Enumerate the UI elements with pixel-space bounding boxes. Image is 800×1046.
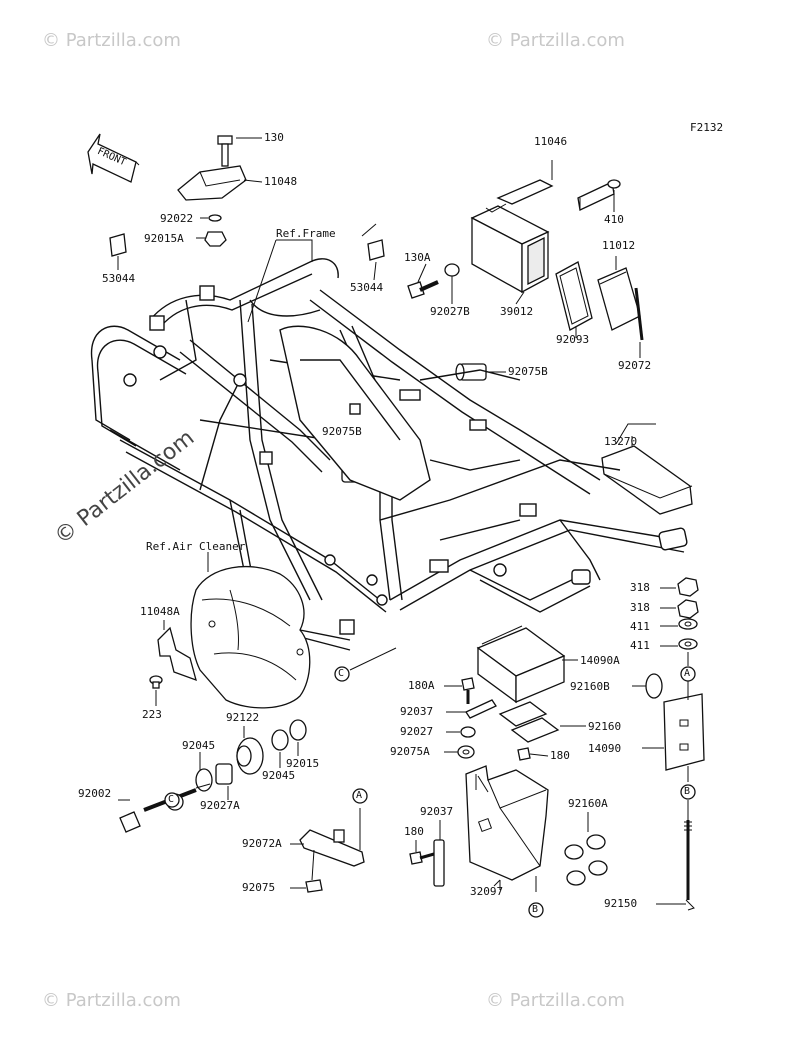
- connector-b-right-circle: [680, 784, 696, 800]
- watermark-bottom-left: © Partzilla.com: [42, 990, 181, 1011]
- callout-92093: 92093: [556, 333, 590, 346]
- connector-b-right: B: [684, 786, 691, 797]
- bolt-180-upper: [517, 747, 549, 761]
- connector-c-frame-circle: [334, 666, 350, 682]
- callout-92160: 92160: [588, 720, 622, 733]
- callout-92015A: 92015A: [144, 232, 184, 245]
- battery-box-32097: [465, 765, 549, 892]
- callout-11048: 11048: [264, 175, 298, 188]
- bolt-130A: [407, 263, 439, 299]
- callout-92122: 92122: [226, 711, 260, 724]
- connector-c-shaft-circle: [164, 792, 180, 808]
- cover-11012: [597, 256, 641, 331]
- sleeve-92075B-top: [455, 363, 506, 381]
- callout-92037-b: 92037: [420, 805, 454, 818]
- callout-92045-b: 92045: [262, 769, 296, 782]
- callout-92160B: 92160B: [570, 680, 610, 693]
- callout-318-b: 318: [630, 601, 650, 614]
- rod-92150: [656, 800, 695, 911]
- callout-130A: 130A: [404, 251, 431, 264]
- washer-92027B: [444, 263, 460, 304]
- callout-92075B-mid: 92075B: [322, 425, 362, 438]
- watermark-bottom-right: © Partzilla.com: [486, 990, 625, 1011]
- callout-411-b: 411: [630, 639, 650, 652]
- pads-92160A: [564, 812, 608, 886]
- air-cleaner-housing: [190, 552, 311, 709]
- ref-air-cleaner-label: Ref.Air Cleaner: [146, 540, 246, 553]
- callout-130: 130: [264, 131, 284, 144]
- callout-180A: 180A: [408, 679, 435, 692]
- nuts-washers-stack: [660, 577, 699, 666]
- callout-92027: 92027: [400, 725, 434, 738]
- callout-92045-a: 92045: [182, 739, 216, 752]
- callout-92037-a: 92037: [400, 705, 434, 718]
- washer-92027: [446, 726, 476, 738]
- bracket-11048A: [157, 620, 197, 682]
- callout-180-b: 180: [404, 825, 424, 838]
- callout-318-a: 318: [630, 581, 650, 594]
- callout-180-a: 180: [550, 749, 570, 762]
- callout-92160A: 92160A: [568, 797, 608, 810]
- callout-53044-right: 53044: [350, 281, 384, 294]
- part-53044-right: [361, 223, 385, 281]
- callout-39012: 39012: [500, 305, 534, 318]
- callout-411-a: 411: [630, 620, 650, 633]
- ref-frame-label: Ref.Frame: [276, 227, 336, 240]
- callout-410: 410: [604, 213, 624, 226]
- bracket-11048: [177, 135, 263, 247]
- plate-13270: [601, 423, 693, 515]
- connector-c-frame: C: [338, 668, 345, 679]
- connector-a-right-circle: [680, 666, 696, 682]
- main-frame: [90, 258, 688, 651]
- watermark-top-left: © Partzilla.com: [42, 30, 181, 51]
- strip-92037-top: [446, 699, 497, 719]
- callout-14090A: 14090A: [580, 654, 620, 667]
- callout-92022: 92022: [160, 212, 194, 225]
- connector-a-right: A: [684, 668, 691, 679]
- part-53044-left: [109, 233, 127, 270]
- screw-223: [149, 675, 163, 706]
- callout-11012: 11012: [602, 239, 636, 252]
- bolt-180A: [444, 677, 475, 704]
- connector-a-bracket: A: [356, 790, 363, 801]
- watermark-top-right: © Partzilla.com: [486, 30, 625, 51]
- strip-92037-bottom: [433, 820, 445, 887]
- front-arrow-icon: [87, 133, 140, 183]
- callout-223: 223: [142, 708, 162, 721]
- callout-14090: 14090: [588, 742, 622, 755]
- connector-b-box-circle: [528, 902, 544, 918]
- battery-case-assembly: [470, 160, 621, 294]
- connector-a-bracket-circle: [352, 788, 368, 804]
- callout-92015: 92015: [286, 757, 320, 770]
- strap-92072A: [290, 808, 365, 893]
- callout-53044-left: 53044: [102, 272, 136, 285]
- battery-14090A: [476, 625, 578, 704]
- callout-92072: 92072: [618, 359, 652, 372]
- callout-92072A: 92072A: [242, 837, 282, 850]
- callout-92075A: 92075A: [390, 745, 430, 758]
- strap-92072: [634, 287, 644, 358]
- callout-92027A: 92027A: [200, 799, 240, 812]
- callout-92075: 92075: [242, 881, 276, 894]
- connector-c-shaft: C: [168, 794, 175, 805]
- diagram-code: F2132: [690, 121, 724, 134]
- grommet-92075A: [444, 745, 475, 759]
- callout-11048A: 11048A: [140, 605, 180, 618]
- gasket-92093: [555, 261, 593, 331]
- pads-92160: [498, 701, 586, 743]
- connector-b-box: B: [532, 904, 539, 915]
- pad-92160B: [632, 673, 663, 699]
- callout-92027B: 92027B: [430, 305, 470, 318]
- plate-14090: [642, 680, 705, 782]
- callout-11046: 11046: [534, 135, 568, 148]
- bolt-180-lower: [409, 840, 435, 865]
- callout-32097: 32097: [470, 885, 504, 898]
- callout-92075B-top: 92075B: [508, 365, 548, 378]
- callout-13270: 13270: [604, 435, 638, 448]
- callout-92150: 92150: [604, 897, 638, 910]
- callout-92002: 92002: [78, 787, 112, 800]
